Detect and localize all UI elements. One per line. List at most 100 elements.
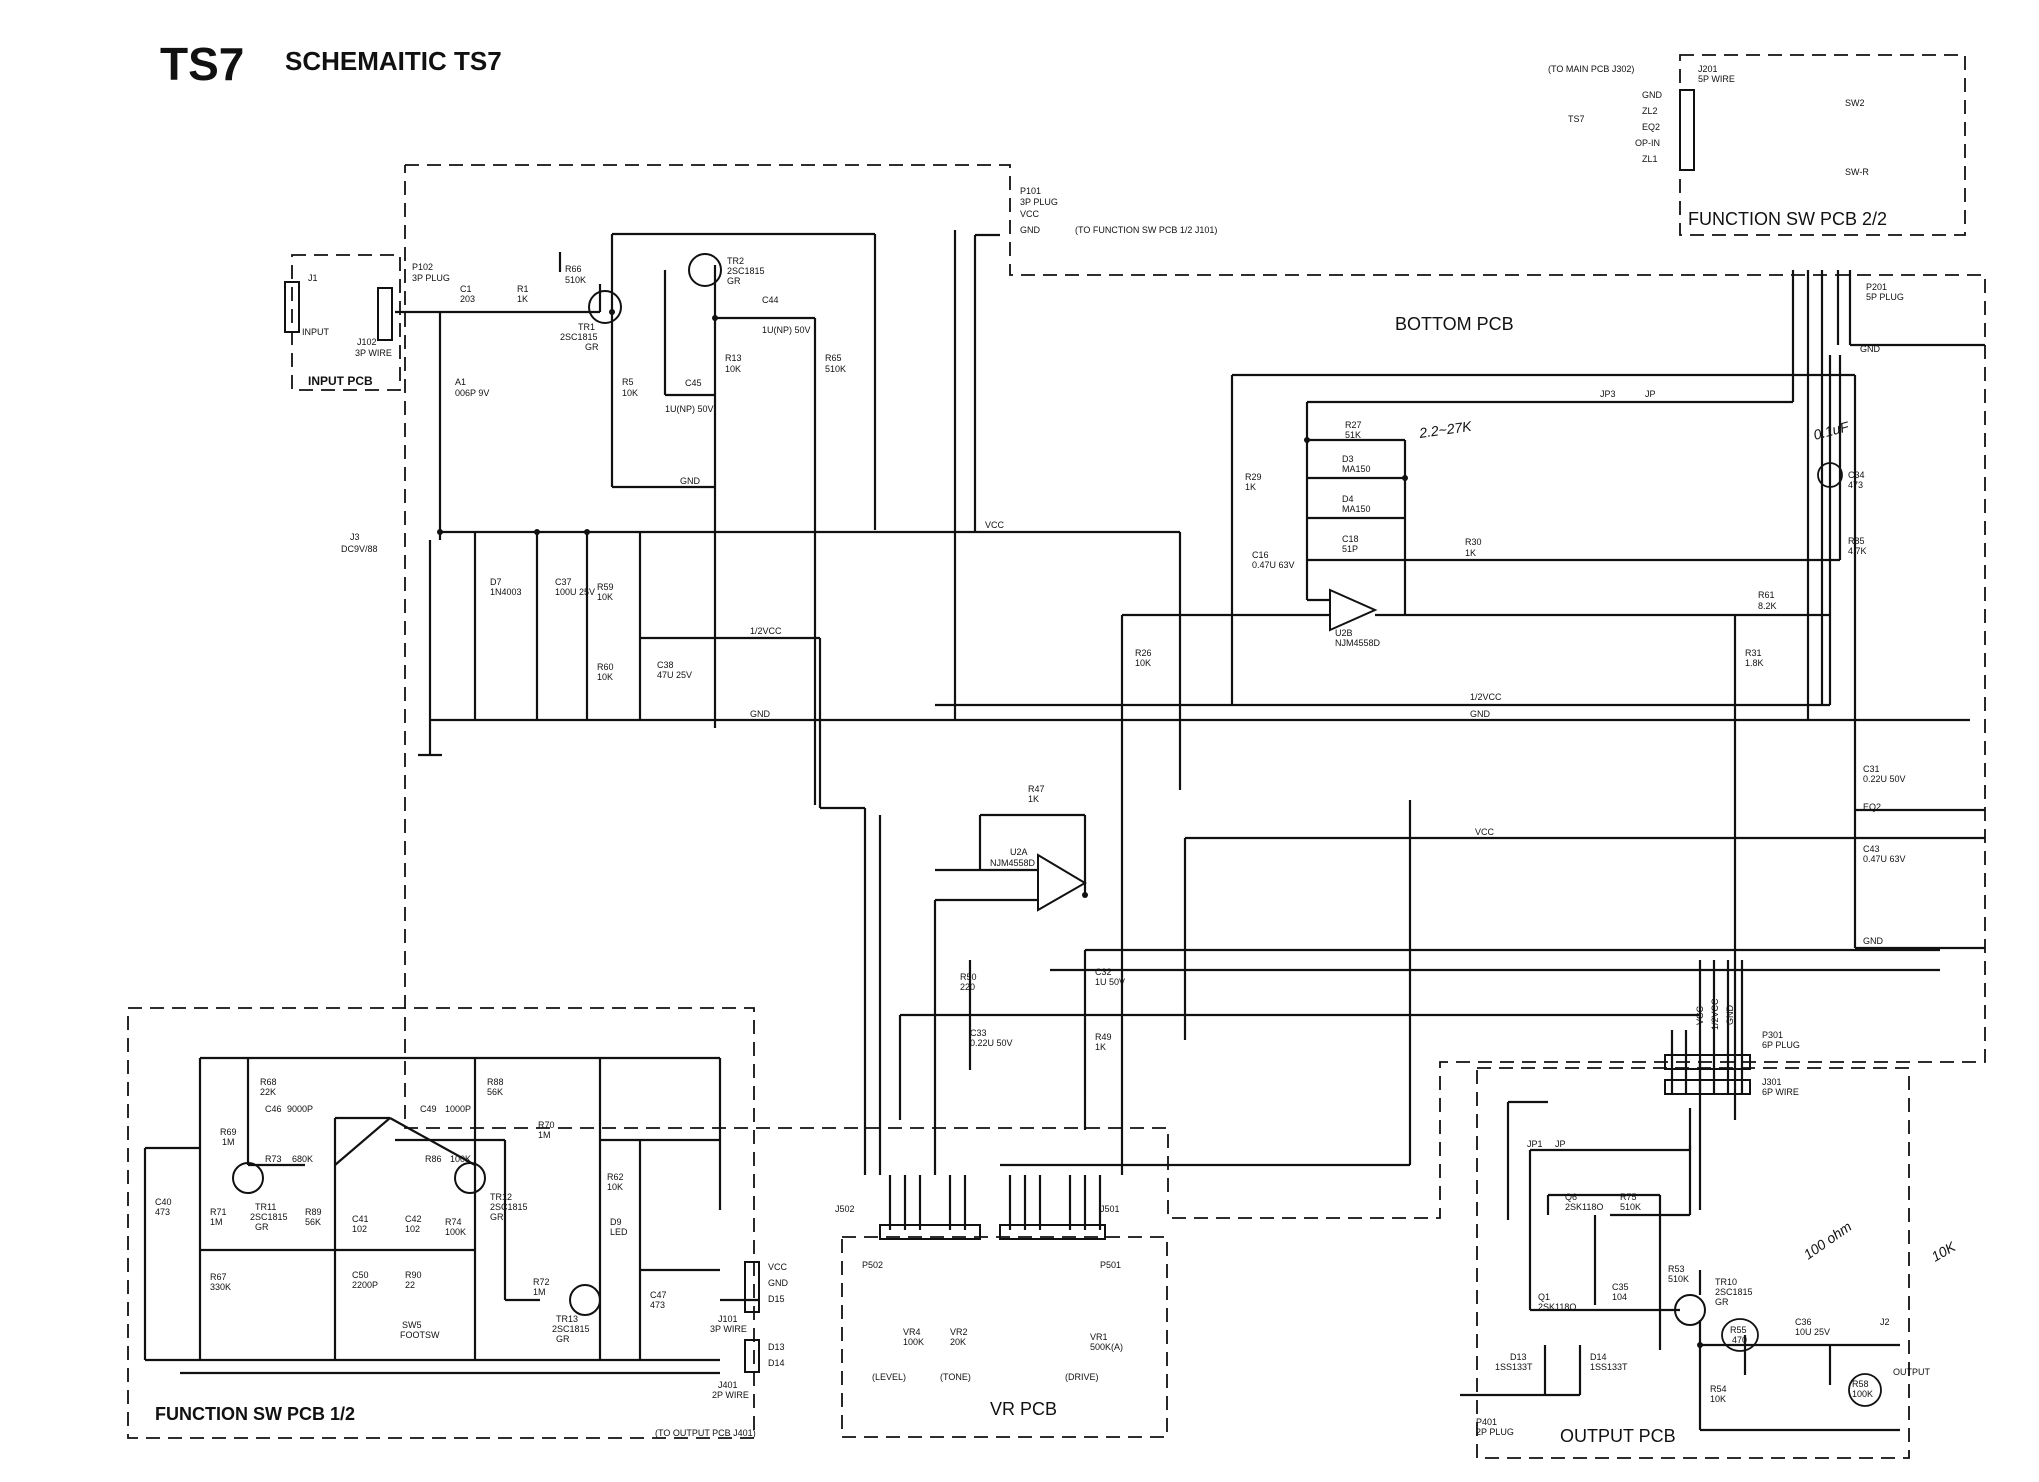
schematic-title: SCHEMAITIC TS7	[285, 46, 502, 76]
d14-ref: D14	[1590, 1352, 1607, 1362]
sw2-label: SW2	[1845, 98, 1865, 108]
output-pcb-label: OUTPUT PCB	[1560, 1426, 1676, 1446]
d7-ref: D7	[490, 577, 502, 587]
d9-value: LED	[610, 1227, 628, 1237]
j101-d15: D15	[768, 1294, 785, 1304]
c50-value: 2200P	[352, 1280, 378, 1290]
swr-label: SW-R	[1845, 167, 1869, 177]
p501-label: P501	[1100, 1260, 1121, 1270]
vr2-ref: VR2	[950, 1327, 968, 1337]
vr4-ref: VR4	[903, 1327, 921, 1337]
net-jp1: JP1	[1527, 1139, 1543, 1149]
c40-ref: C40	[155, 1197, 172, 1207]
r85-value: 4.7K	[1848, 546, 1867, 556]
output-jack-label: OUTPUT	[1893, 1367, 1931, 1377]
input-pcb-label: INPUT PCB	[308, 374, 373, 388]
c18-ref: C18	[1342, 534, 1359, 544]
bottom-pcb-outline	[404, 164, 1986, 1219]
note-c34: 0.1uF	[1812, 418, 1852, 443]
net-halfvcc-2: 1/2VCC	[1470, 692, 1502, 702]
tr10-ref: TR10	[1715, 1277, 1737, 1287]
tr1-grade: GR	[585, 342, 599, 352]
net-jp3: JP3	[1600, 389, 1616, 399]
r86-value: 100K	[450, 1154, 471, 1164]
vr1-ref: VR1	[1090, 1332, 1108, 1342]
sw5-type: FOOTSW	[400, 1330, 440, 1340]
tr2-value: 2SC1815	[727, 266, 765, 276]
net-gnd-3: GND	[1470, 709, 1491, 719]
c43-value: 0.47U 63V	[1863, 854, 1906, 864]
r30-value: 1K	[1465, 548, 1476, 558]
j102-label: J102	[357, 337, 377, 347]
j201-label: J201	[1698, 64, 1718, 74]
r55-ref: R55	[1730, 1325, 1747, 1335]
vr4-value: 100K	[903, 1337, 924, 1347]
vr-pcb-label: VR PCB	[990, 1399, 1057, 1419]
net-halfvcc-1: 1/2VCC	[750, 626, 782, 636]
r61-value: 8.2K	[1758, 601, 1777, 611]
p401-type: 2P PLUG	[1476, 1427, 1514, 1437]
r70-value: 1M	[538, 1130, 551, 1140]
r65-value: 510K	[825, 364, 846, 374]
function-sw-1-parts: R68 22K C46 9000P R69 1M R73 680K TR11 2…	[155, 1077, 667, 1344]
d14-value: 1SS133T	[1590, 1362, 1628, 1372]
j401-d13: D13	[768, 1342, 785, 1352]
r47-value: 1K	[1028, 794, 1039, 804]
j401-type: 2P WIRE	[712, 1390, 749, 1400]
note-r58: 10K	[1929, 1238, 1959, 1265]
j201-note: (TO MAIN PCB J302)	[1548, 64, 1634, 74]
r49-value: 1K	[1095, 1042, 1106, 1052]
r5-value: 10K	[622, 388, 638, 398]
p101-note: (TO FUNCTION SW PCB 1/2 J101)	[1075, 225, 1217, 235]
d13-value: 1SS133T	[1495, 1362, 1533, 1372]
p301-pin-gnd: GND	[1725, 1005, 1735, 1026]
p201-label: P201	[1866, 282, 1887, 292]
r13-value: 10K	[725, 364, 741, 374]
j101-vcc: VCC	[768, 1262, 788, 1272]
d9-ref: D9	[610, 1217, 622, 1227]
vr1-name: (DRIVE)	[1065, 1372, 1099, 1382]
net-vcc-2: VCC	[1475, 827, 1495, 837]
r62-ref: R62	[607, 1172, 624, 1182]
r54-ref: R54	[1710, 1384, 1727, 1394]
pots: VR4 100K (LEVEL) VR2 20K (TONE) VR1 500K…	[872, 1327, 1123, 1382]
d4-value: MA150	[1342, 504, 1371, 514]
r27-value: 51K	[1345, 430, 1361, 440]
vr1-value: 500K(A)	[1090, 1342, 1123, 1352]
c34-value: 473	[1848, 480, 1863, 490]
r26-value: 10K	[1135, 658, 1151, 668]
p301-pin-halfvcc: 1/2VCC	[1710, 998, 1720, 1030]
q1-value: 2SK118O	[1538, 1302, 1576, 1312]
r53-ref: R53	[1668, 1264, 1685, 1274]
c31-ref: C31	[1863, 764, 1880, 774]
c49-value: 1000P	[445, 1104, 471, 1114]
q6-value: 2SK118O	[1565, 1202, 1603, 1212]
tr11-grade: GR	[255, 1222, 269, 1232]
tone-section-parts: R47 1K U2A NJM4558D R50 220 C32 1U 50V C…	[960, 784, 1125, 1052]
connector-labels: P102 3P PLUG J102 3P WIRE J1 INPUT J3 DC…	[302, 64, 1931, 1438]
r1-value: 1K	[517, 294, 528, 304]
c41-ref: C41	[352, 1214, 369, 1224]
c46-ref: C46	[265, 1104, 282, 1114]
p301-pin-vcc: VCC	[1695, 1005, 1705, 1025]
p102-type: 3P PLUG	[412, 273, 450, 283]
net-vcc-1: VCC	[985, 520, 1005, 530]
function-sw-pcb-2-label: FUNCTION SW PCB 2/2	[1688, 209, 1887, 229]
c18-value: 51P	[1342, 544, 1358, 554]
j101-gnd: GND	[768, 1278, 789, 1288]
c37-ref: C37	[555, 577, 572, 587]
q1-ref: Q1	[1538, 1292, 1550, 1302]
function-sw-pcb-1-outline	[127, 1007, 755, 1439]
j401-label: J401	[718, 1380, 738, 1390]
u2a-value: NJM4558D	[990, 858, 1036, 868]
tr2-grade: GR	[727, 276, 741, 286]
r85-ref: R85	[1848, 536, 1865, 546]
j301-type: 6P WIRE	[1762, 1087, 1799, 1097]
net-jp: JP	[1645, 389, 1656, 399]
j101-type: 3P WIRE	[710, 1324, 747, 1334]
tr11-ref: TR11	[255, 1202, 276, 1212]
j502-label: J502	[835, 1204, 855, 1214]
j401-d14: D14	[768, 1358, 785, 1368]
d4-ref: D4	[1342, 494, 1354, 504]
c49-ref: C49	[420, 1104, 437, 1114]
